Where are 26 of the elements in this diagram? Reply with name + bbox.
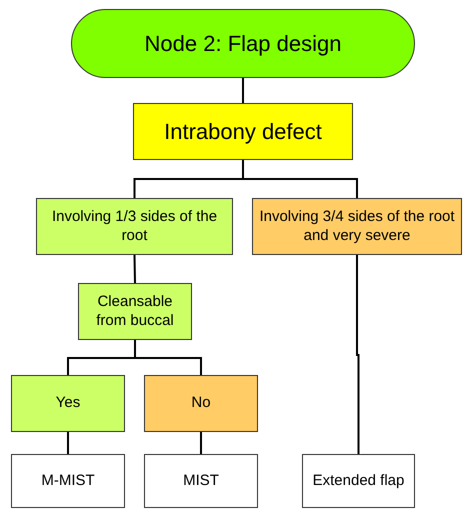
process-box	[133, 103, 353, 160]
node-label: Involving 1/3 sides of the root	[50, 208, 218, 246]
node-label: Node 2: Flap design	[144, 30, 342, 58]
outcome-box	[144, 454, 258, 508]
decision-box	[78, 283, 192, 340]
node-label: Intrabony defect	[164, 118, 322, 146]
node-label: Yes	[56, 394, 80, 413]
outcome-box	[302, 454, 415, 508]
answer-box	[11, 375, 125, 432]
answer-box	[144, 375, 258, 432]
connector-line	[67, 432, 69, 454]
connector-line	[242, 160, 358, 198]
process-box	[36, 198, 233, 255]
connector-line	[200, 432, 202, 454]
node-label: M-MIST	[41, 472, 95, 490]
connector-line	[134, 340, 202, 375]
outcome-box	[11, 454, 125, 508]
connector-line	[356, 255, 360, 454]
connector-line	[134, 254, 136, 284]
node-label: Involving 3/4 sides of the root and very severe	[258, 208, 456, 246]
node-label: Cleansable from buccal	[95, 292, 175, 330]
node-label: MIST	[183, 472, 219, 490]
node-label: No	[191, 394, 211, 413]
connector-line	[242, 78, 244, 103]
process-box	[252, 198, 462, 255]
node-label: Extended flap	[312, 472, 404, 490]
